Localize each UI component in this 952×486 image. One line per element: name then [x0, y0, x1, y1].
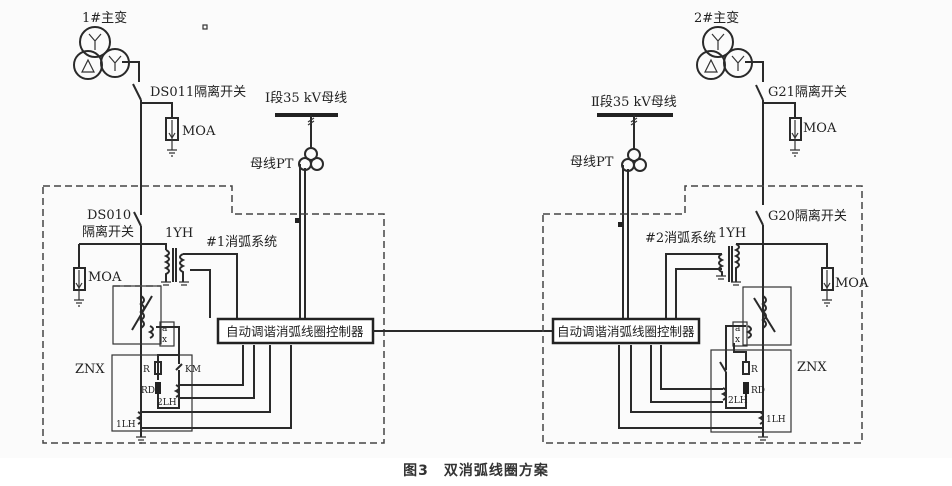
- right-coil-x-label: x: [735, 335, 740, 345]
- left-controller-label: 自动调谐消弧线圈控制器: [226, 324, 364, 339]
- right-main-transformer-icon: [696, 26, 753, 80]
- left-znx-label: ZNX: [75, 362, 105, 377]
- left-contactor-icon: [175, 363, 183, 371]
- left-fuse-icon: [155, 382, 161, 394]
- left-coil-x-label: x: [162, 335, 167, 345]
- right-upper-switch-icon: [755, 84, 764, 101]
- right-upper-arrester-icon: [789, 117, 802, 157]
- right-resistor-icon: [742, 361, 750, 375]
- left-upper-arrester-label: MOA: [182, 124, 216, 139]
- figure-caption: 图3 双消弧线圈方案: [403, 463, 549, 479]
- left-fuse-label: RD: [141, 386, 155, 396]
- right-system: 2#主变 G21隔离开关 MOA Ⅱ段35 kV母线 母线PT G20隔离开关: [542, 10, 869, 444]
- stray-mark: [202, 24, 208, 30]
- left-ct1-label: 1LH: [116, 420, 136, 430]
- right-controller-box: [551, 317, 701, 345]
- right-ct2-icon: [720, 387, 727, 401]
- diagram-background: [0, 0, 952, 458]
- left-transformer-label: 1#主变: [82, 10, 127, 26]
- left-bus-label: Ⅰ段35 kV母线: [265, 91, 347, 106]
- left-arc-suppression-coil-icon: [131, 295, 154, 339]
- right-enclosure: [542, 185, 863, 444]
- left-resistor-icon: [154, 361, 162, 375]
- left-upper-switch-icon: [132, 83, 142, 101]
- left-resistor-label: R: [143, 365, 150, 375]
- right-transformer-label: 2#主变: [694, 10, 739, 26]
- left-bus-pt-icon: [298, 147, 324, 171]
- left-1yh-label: 1YH: [165, 226, 193, 241]
- right-1yh-label: 1YH: [718, 226, 746, 241]
- right-ct2-label: 2LH: [728, 396, 748, 406]
- left-system-label: #1消弧系统: [206, 235, 277, 250]
- left-1yh-transformer-icon: [161, 248, 189, 286]
- right-upper-arrester-label: MOA: [803, 121, 837, 136]
- left-lower-switch-label-1: DS010: [87, 208, 131, 223]
- right-resistor-label: R: [751, 365, 758, 375]
- left-lower-arrester-label: MOA: [88, 270, 122, 285]
- left-ct2-icon: [173, 384, 180, 398]
- right-znx-box: [710, 349, 792, 433]
- left-bus-pt-label: 母线PT: [250, 157, 294, 172]
- right-fuse-label: RD: [751, 386, 765, 396]
- double-arc-suppression-coil-diagram: 1#主变 DS011隔离开关 MOA Ⅰ段35 kV母线 母线PT D: [42, 10, 869, 444]
- left-coil-a-label: a: [162, 324, 168, 334]
- right-lower-switch-icon: [755, 210, 764, 226]
- right-ct1-icon: [757, 411, 764, 425]
- right-znx-label: ZNX: [797, 360, 827, 375]
- right-fuse-icon: [743, 382, 749, 394]
- right-lower-arrester-icon: [821, 267, 834, 307]
- left-main-transformer-icon: [73, 26, 130, 80]
- right-contactor-icon: [719, 361, 727, 373]
- right-coil-box: [742, 286, 792, 346]
- left-contactor-label: KM: [185, 365, 201, 375]
- left-ct1-icon: [135, 411, 142, 425]
- left-znx-box: [111, 354, 193, 432]
- left-enclosure: [42, 185, 385, 444]
- left-lower-switch-icon: [133, 211, 142, 227]
- left-system: 1#主变 DS011隔离开关 MOA Ⅰ段35 kV母线 母线PT D: [42, 10, 385, 444]
- right-lower-switch-label: G20隔离开关: [768, 208, 847, 224]
- right-ct1-label: 1LH: [766, 415, 786, 425]
- right-arc-suppression-coil-icon: [745, 295, 776, 339]
- right-upper-switch-label: G21隔离开关: [768, 84, 847, 100]
- right-lower-arrester-label: MOA: [835, 276, 869, 291]
- right-controller-label: 自动调谐消弧线圈控制器: [557, 324, 695, 339]
- right-1yh-transformer-icon: [716, 243, 741, 286]
- left-upper-arrester-icon: [165, 117, 179, 157]
- left-ct2-label: 2LH: [157, 398, 177, 408]
- left-upper-switch-label: DS011隔离开关: [150, 84, 246, 100]
- right-bus-pt-icon: [621, 148, 647, 172]
- right-system-label: #2消弧系统: [645, 231, 716, 246]
- left-lower-switch-label-2: 隔离开关: [82, 224, 134, 240]
- right-coil-a-label: a: [735, 324, 741, 334]
- right-bus-pt-label: 母线PT: [570, 155, 614, 170]
- left-lower-arrester-icon: [73, 267, 86, 307]
- right-bus-label: Ⅱ段35 kV母线: [591, 95, 677, 110]
